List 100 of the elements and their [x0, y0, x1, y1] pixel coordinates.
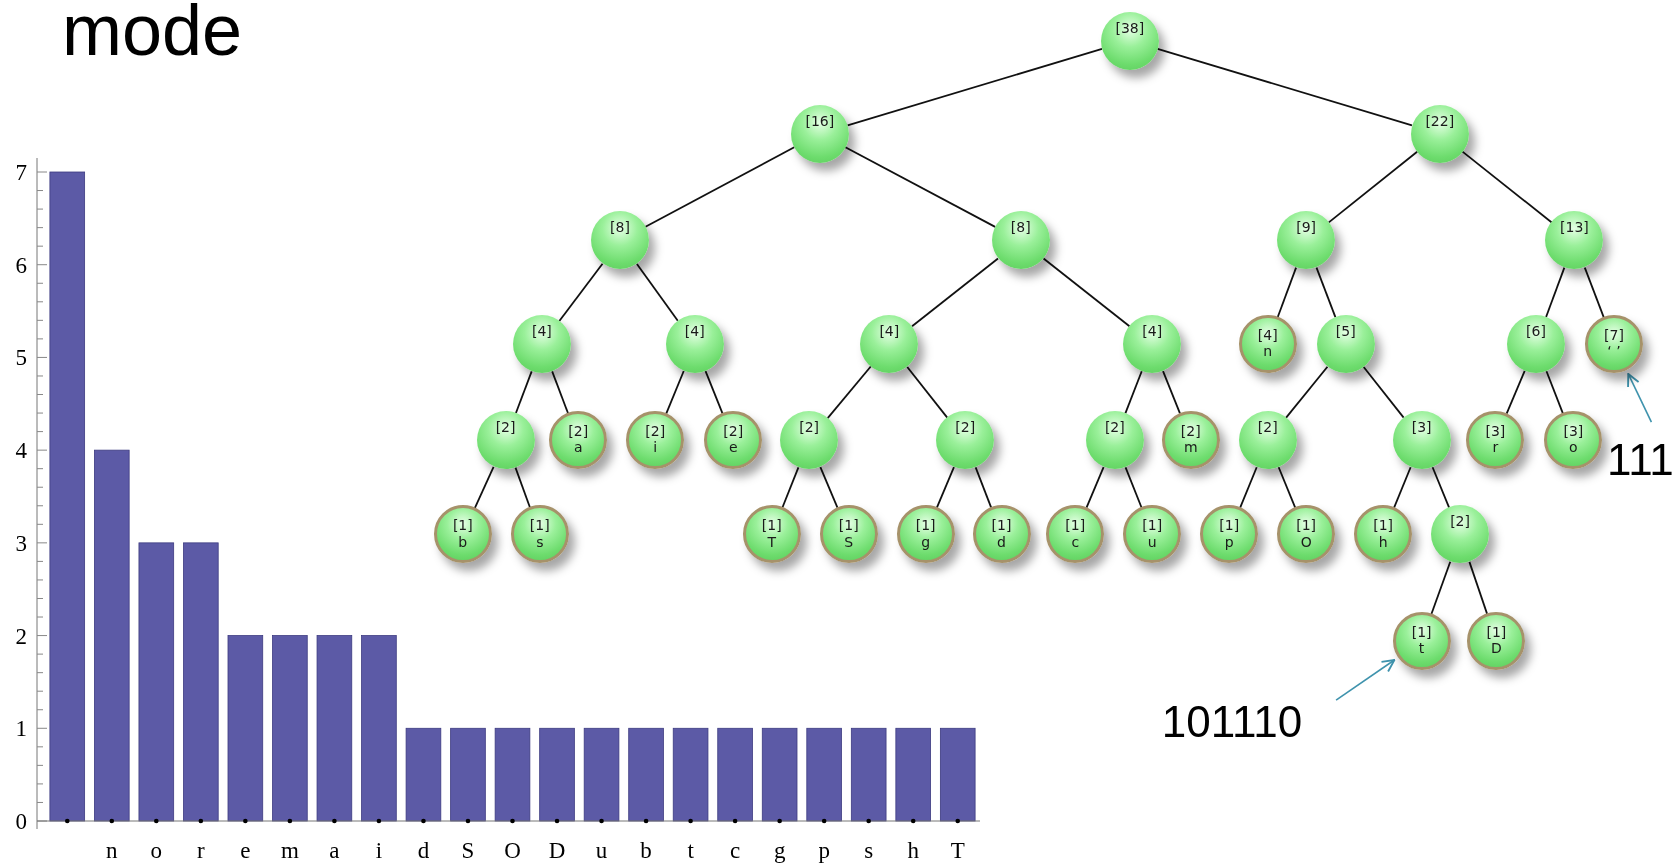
- x-tick-label: h: [907, 838, 919, 863]
- x-tick-label: s: [864, 838, 874, 863]
- x-tick-label: n: [106, 838, 118, 863]
- y-tick-label: 7: [15, 160, 27, 185]
- tree-edge: [514, 466, 531, 509]
- x-tick-label: D: [548, 838, 566, 863]
- leaf-node-circle: [549, 411, 608, 470]
- leaf-node-circle: [1467, 612, 1526, 671]
- x-tick-label: a: [329, 838, 340, 863]
- tree-edge: [1461, 150, 1553, 224]
- node-symbol: h: [1378, 533, 1388, 550]
- leaf-node-circle: [510, 505, 569, 564]
- tree-edge: [846, 48, 1103, 127]
- leaf-node-circle: [1238, 315, 1297, 374]
- node-count: [1]: [1486, 624, 1507, 641]
- node-symbol: i: [653, 439, 658, 456]
- node-count: [8]: [1010, 219, 1031, 236]
- tree-edge: [704, 370, 724, 415]
- tree-edge: [1393, 466, 1412, 509]
- x-tick-label: O: [504, 838, 521, 863]
- leaf-node-circle: [1277, 505, 1336, 564]
- tree-edge: [1276, 266, 1297, 318]
- tree-edge: [558, 262, 604, 322]
- node-count: [16]: [805, 112, 835, 129]
- internal-node-circle: [1506, 315, 1565, 374]
- internal-node-circle: [991, 211, 1050, 270]
- internal-node-circle: [790, 104, 849, 163]
- y-tick-label: 4: [15, 438, 27, 464]
- node-symbol: b: [458, 533, 468, 550]
- leaf-node-circle: [1466, 411, 1525, 470]
- internal-node-circle: [860, 315, 919, 374]
- node-symbol: g: [921, 533, 931, 550]
- x-tick-label: u: [595, 838, 608, 863]
- y-tick-label: 5: [15, 345, 27, 371]
- tree-edge: [1156, 48, 1413, 127]
- tree-edge: [1042, 257, 1131, 328]
- node-count: [38]: [1115, 19, 1145, 36]
- internal-node-circle: [476, 411, 535, 470]
- node-count: [13]: [1560, 219, 1589, 236]
- leaf-node-circle: [742, 505, 801, 564]
- node-count: [1]: [1219, 517, 1240, 534]
- node-symbol: s: [536, 533, 544, 550]
- x-tick-label: b: [640, 838, 652, 863]
- tree-edge: [1124, 466, 1143, 509]
- node-count: [1]: [915, 517, 936, 534]
- internal-node-circle: [1100, 11, 1159, 70]
- tree-edge: [781, 466, 800, 509]
- tree-edge: [826, 365, 872, 419]
- leaf-node-circle: [433, 505, 492, 564]
- x-tick-label: t: [687, 838, 694, 863]
- internal-node-circle: [1431, 505, 1490, 564]
- node-count: [3]: [1563, 423, 1584, 440]
- leaf-node-circle: [1354, 505, 1413, 564]
- leaf-node-circle: [1544, 411, 1603, 470]
- y-tick-label: 6: [15, 252, 27, 278]
- node-count: [1]: [838, 517, 859, 534]
- node-symbol: a: [573, 439, 583, 456]
- node-count: [4]: [879, 323, 900, 340]
- node-symbol: T: [767, 533, 776, 550]
- y-tick-label: 3: [15, 530, 27, 556]
- tree-edge: [1315, 266, 1337, 318]
- node-count: [2]: [568, 423, 589, 440]
- internal-node-circle: [936, 411, 995, 470]
- node-count: [1]: [761, 517, 782, 534]
- leaf-node-circle: [1161, 411, 1220, 470]
- node-count: [9]: [1296, 219, 1317, 236]
- internal-node-circle: [1085, 411, 1144, 470]
- node-count: [1]: [452, 517, 473, 534]
- node-count: [2]: [1450, 513, 1470, 530]
- internal-node-circle: [665, 315, 724, 374]
- code-label: 111: [1579, 438, 1674, 487]
- node-count: [4]: [1257, 327, 1278, 344]
- node-symbol: o: [1569, 439, 1578, 456]
- leaf-node-circle: [626, 411, 685, 470]
- tree-edge: [1468, 561, 1488, 615]
- node-count: [4]: [532, 323, 552, 340]
- node-symbol: d: [997, 533, 1006, 550]
- title: mode: [62, 0, 243, 66]
- internal-node-circle: [1545, 211, 1604, 270]
- leaf-node-circle: [1392, 612, 1451, 671]
- node-symbol: O: [1300, 533, 1312, 550]
- leaf-node-circle: [819, 505, 878, 564]
- tree-edge: [1327, 150, 1419, 224]
- x-tick-label: c: [730, 838, 741, 863]
- node-count: [1]: [1411, 624, 1432, 641]
- tree-edge: [551, 370, 569, 415]
- internal-node-circle: [1392, 411, 1451, 470]
- leader-line: [1627, 373, 1653, 423]
- tree-edge: [1430, 560, 1452, 615]
- node-symbol: ‘ ’: [1607, 343, 1621, 360]
- y-tick-label: 2: [15, 623, 27, 649]
- x-tick-label: g: [773, 838, 786, 863]
- tree-edge: [1239, 466, 1258, 509]
- internal-node-circle: [512, 315, 571, 374]
- node-count: [4]: [1142, 323, 1163, 340]
- node-symbol: m: [1183, 439, 1198, 456]
- leaf-node-circle: [972, 505, 1031, 564]
- node-count: [1]: [991, 517, 1012, 534]
- node-count: [2]: [495, 419, 516, 436]
- internal-node-circle: [1410, 104, 1469, 163]
